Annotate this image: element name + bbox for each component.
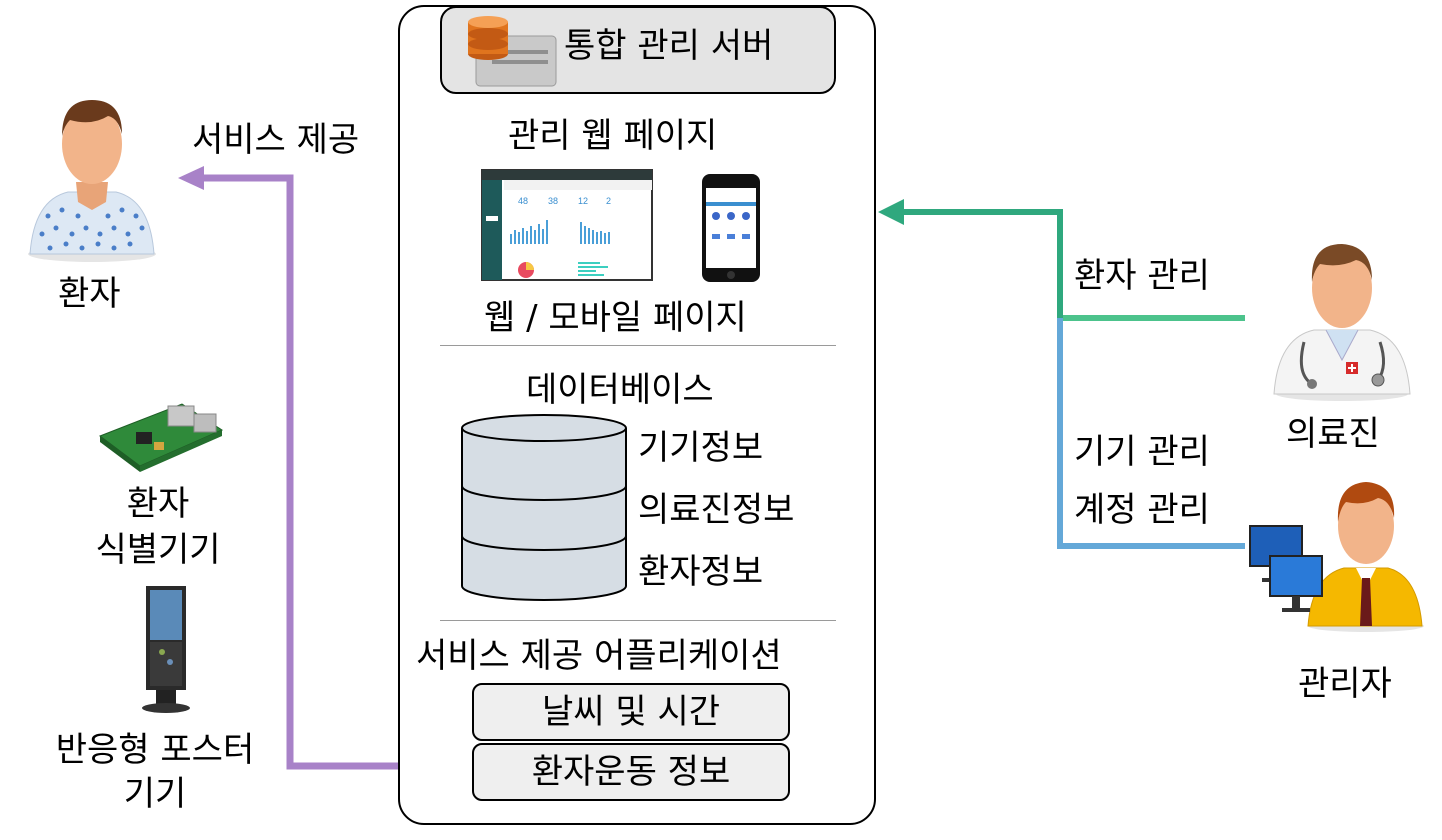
web-page-heading: 관리 웹 페이지 xyxy=(508,116,718,156)
patient-mgmt-arrowhead xyxy=(878,199,904,225)
web-mobile-caption: 웹 / 모바일 페이지 xyxy=(484,298,747,338)
app-item-weather-time[interactable]: 날씨 및 시간 xyxy=(472,683,790,741)
service-label: 서비스 제공 xyxy=(192,120,360,160)
section-divider xyxy=(440,620,836,621)
web-dashboard-thumbnail: 48 38 12 2 xyxy=(481,169,653,281)
dashboard-stat: 38 xyxy=(548,196,558,206)
db-item-patient-info: 환자정보 xyxy=(638,552,764,592)
app-item-patient-exercise[interactable]: 환자운동 정보 xyxy=(472,743,790,801)
db-item-staff-info: 의료진정보 xyxy=(638,490,795,530)
section-divider xyxy=(440,345,836,346)
database-heading: 데이터베이스 xyxy=(526,370,714,410)
account-mgmt-label: 계정 관리 xyxy=(1074,490,1210,530)
administrator-avatar-icon xyxy=(1249,482,1424,632)
db-item-device-info: 기기정보 xyxy=(638,428,764,468)
server-icon xyxy=(468,16,557,87)
dashboard-bar-chart-right xyxy=(580,222,610,244)
dashboard-stat: 2 xyxy=(606,196,611,206)
poster-label-line2: 기기 xyxy=(123,774,187,814)
dashboard-bar-chart-left xyxy=(510,220,548,244)
administrator-label: 관리자 xyxy=(1298,664,1392,704)
monitor-icon xyxy=(1269,555,1323,612)
patient-mgmt-arrow-line-dark xyxy=(900,209,1063,318)
id-device-label-line1: 환자 xyxy=(126,484,190,524)
patient-avatar-icon xyxy=(28,100,156,262)
dashboard-stat: 12 xyxy=(578,196,588,206)
app-heading: 서비스 제공 어플리케이션 xyxy=(416,636,782,676)
device-mgmt-line xyxy=(1057,318,1245,549)
dashboard-hbar-chart xyxy=(578,262,608,276)
patient-mgmt-label: 환자 관리 xyxy=(1074,256,1210,296)
medical-staff-avatar-icon xyxy=(1273,244,1411,401)
database-cylinder-icon xyxy=(461,414,627,601)
patient-label: 환자 xyxy=(58,274,121,314)
service-arrowhead xyxy=(178,166,204,190)
server-title: 통합 관리 서버 xyxy=(564,26,774,66)
device-mgmt-label: 기기 관리 xyxy=(1074,432,1210,472)
kiosk-poster-icon xyxy=(142,586,190,713)
poster-label-line1: 반응형 포스터 xyxy=(55,730,255,770)
dashboard-stat: 48 xyxy=(518,196,528,206)
medical-staff-label: 의료진 xyxy=(1286,414,1380,454)
service-arrow-line xyxy=(200,174,400,770)
raspberry-pi-icon xyxy=(98,403,224,472)
id-device-label-line2: 식별기기 xyxy=(95,530,221,570)
mobile-page-thumbnail xyxy=(702,174,760,282)
